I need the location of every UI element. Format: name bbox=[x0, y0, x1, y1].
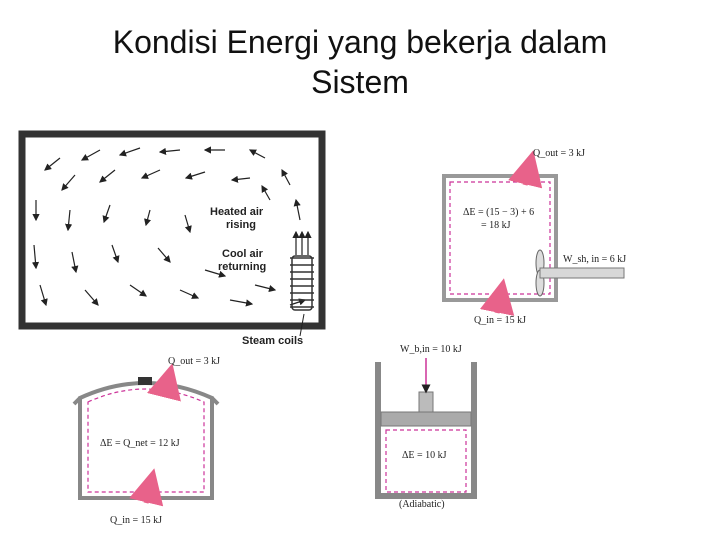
heated-air-line-2: rising bbox=[226, 219, 256, 231]
title-line-2: Sistem bbox=[311, 64, 409, 100]
q-out-label: Q_out = 3 kJ bbox=[533, 148, 585, 159]
piston-head bbox=[380, 411, 472, 427]
heated-air-label: Heated air rising bbox=[210, 206, 266, 231]
shaft-work-label: W_sh, in = 6 kJ bbox=[563, 254, 626, 265]
piston-cylinder-system: W_b,in = 10 kJ ΔE = 10 kJ (Adiabatic) bbox=[375, 344, 477, 510]
title-line-1: Kondisi Energi yang bekerja dalam bbox=[112, 24, 608, 60]
boundary-work-label: W_b,in = 10 kJ bbox=[400, 344, 462, 355]
q-in-arrow bbox=[479, 278, 515, 316]
piston-system-boundary bbox=[385, 429, 467, 493]
delta-e-line-2: = 18 kJ bbox=[481, 220, 511, 231]
heated-air-line-1: Heated air bbox=[210, 206, 264, 218]
delta-e-line-1: ΔE = (15 − 3) + 6 bbox=[463, 207, 534, 218]
q-in-label: Q_in = 15 kJ bbox=[474, 315, 526, 326]
convection-arrows bbox=[31, 146, 307, 307]
room-walls bbox=[18, 130, 326, 330]
shaft bbox=[539, 267, 625, 279]
piston-rod bbox=[418, 391, 434, 413]
rising-arrows bbox=[292, 230, 312, 255]
cool-air-line-1: Cool air bbox=[222, 248, 264, 260]
q-out-arrow bbox=[508, 150, 543, 189]
cooker-q-in-label: Q_in = 15 kJ bbox=[110, 515, 162, 526]
slide-title: Kondisi Energi yang bekerja dalam Sistem bbox=[0, 22, 720, 102]
cooker-valve bbox=[138, 377, 152, 385]
room-diagram: Heated air rising Cool air returning Ste… bbox=[18, 130, 326, 347]
cooker-q-in-arrow bbox=[129, 468, 164, 507]
shaft-work-system: Q_out = 3 kJ ΔE = (15 − 3) + 6 = 18 kJ W… bbox=[442, 148, 626, 326]
cooker-q-out-label: Q_out = 3 kJ bbox=[168, 356, 220, 367]
steam-coils-leader bbox=[299, 313, 305, 337]
fan-icon bbox=[535, 249, 625, 297]
cooker-delta-label: ΔE = Q_net = 12 kJ bbox=[100, 438, 180, 449]
cool-air-line-2: returning bbox=[218, 261, 266, 273]
pressure-cooker-system: Q_out = 3 kJ ΔE = Q_net = 12 kJ Q_in = 1… bbox=[72, 356, 220, 526]
piston-delta-label: ΔE = 10 kJ bbox=[402, 450, 447, 461]
cooker-q-out-arrow bbox=[146, 363, 181, 402]
system-boundary bbox=[449, 181, 551, 295]
cool-air-label: Cool air returning bbox=[218, 248, 266, 273]
cylinder-wall bbox=[375, 362, 477, 499]
steam-coils bbox=[290, 255, 314, 311]
steam-coils-label: Steam coils bbox=[242, 335, 303, 347]
adiabatic-label: (Adiabatic) bbox=[399, 499, 445, 510]
